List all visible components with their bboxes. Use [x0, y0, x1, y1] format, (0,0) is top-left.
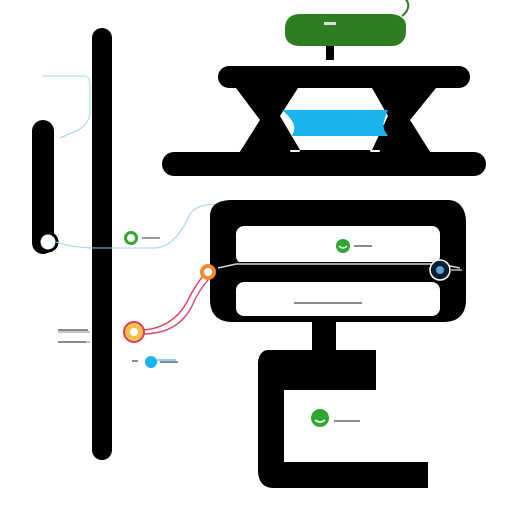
dark-node-label-mark — [450, 269, 462, 271]
upper-bar-1 — [218, 66, 470, 88]
middle-divider-highlight — [217, 263, 461, 269]
orange-node-icon[interactable] — [200, 264, 216, 280]
top-node-shape — [285, 14, 406, 46]
left-caption-1-mark — [58, 329, 88, 331]
blue-node-icon[interactable] — [145, 356, 157, 368]
dark-gear-icon[interactable] — [429, 259, 451, 281]
left-main-bar — [92, 28, 112, 460]
middle-green-label-mark — [354, 245, 372, 247]
annotation-marks — [58, 245, 462, 422]
green-node-icon[interactable] — [124, 231, 160, 245]
lower-green-label-mark — [334, 420, 360, 422]
middle-divider — [216, 262, 466, 282]
top-node — [285, 0, 410, 60]
middle-stem — [312, 322, 336, 350]
left-small-1-mark — [132, 360, 138, 362]
left-small-2-mark — [160, 361, 178, 363]
left-thin-connectors — [42, 75, 221, 249]
left-bar-endpoint-icon — [37, 231, 59, 253]
upper-blue-band — [282, 110, 388, 136]
upper-bar-2 — [162, 152, 486, 176]
top-node-mark — [324, 22, 336, 25]
left-caption-2-mark — [58, 341, 86, 343]
green-node-label-mark — [142, 237, 160, 239]
middle-caption-mark — [294, 302, 362, 304]
upper-frame — [236, 88, 436, 158]
lower-green-node-icon[interactable] — [311, 409, 329, 427]
middle-green-node-icon[interactable] — [336, 239, 350, 253]
left-short-bar — [32, 120, 54, 254]
top-node-tail — [401, 0, 410, 17]
yellow-node-icon[interactable] — [123, 321, 145, 343]
lower-hook — [258, 350, 428, 488]
top-node-stem — [326, 46, 334, 60]
middle-box-lower-panel — [236, 282, 440, 316]
